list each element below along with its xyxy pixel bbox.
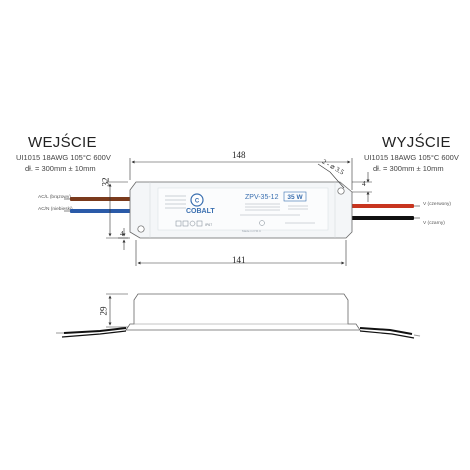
svg-text:C: C [195,199,200,205]
mount-hole-right [337,187,345,195]
dim-length-total: 148 [232,150,246,160]
power-text: 35 W [287,194,303,201]
input-wires [64,197,132,213]
dim-length-body: 141 [232,255,246,265]
dimension-lines [106,158,372,328]
ip-text: IP67 [205,223,212,227]
wire-label-brown: AC/L (brązowy) [38,195,71,200]
made-in-text: Made in P.R.C [242,229,262,233]
wire-blue [70,209,132,213]
wire-red [350,204,414,208]
dim-tab-depth: 4 [362,180,366,188]
wire-label-red: V (czerwony) [423,202,451,207]
wire-label-black: V (czarny) [423,221,445,226]
output-spec-cable: UI1015 18AWG 105°C 600V [364,153,459,162]
dim-tab-inner: 4 [120,230,124,238]
output-wires [350,204,420,220]
wire-black [350,216,414,220]
input-title: WEJŚCIE [28,134,97,151]
mount-hole-left [137,225,145,233]
output-spec-length: dł. = 300mm ± 10mm [373,164,444,173]
wire-label-blue: AC/N (niebieski) [38,207,73,212]
output-title: WYJŚCIE [382,134,451,151]
cobalt-logo-icon [190,193,204,207]
housing-top-view: C COBALT ZPV-35-12 35 W IP67 Made in P.R… [129,181,353,239]
brand-text: COBALT [186,208,215,215]
housing-side-view [56,293,421,339]
input-spec-length: dł. = 300mm ± 10mm [25,164,96,173]
input-spec-cable: UI1015 18AWG 105°C 600V [16,153,111,162]
model-text: ZPV-35-12 [245,194,279,201]
wire-brown [70,197,132,201]
